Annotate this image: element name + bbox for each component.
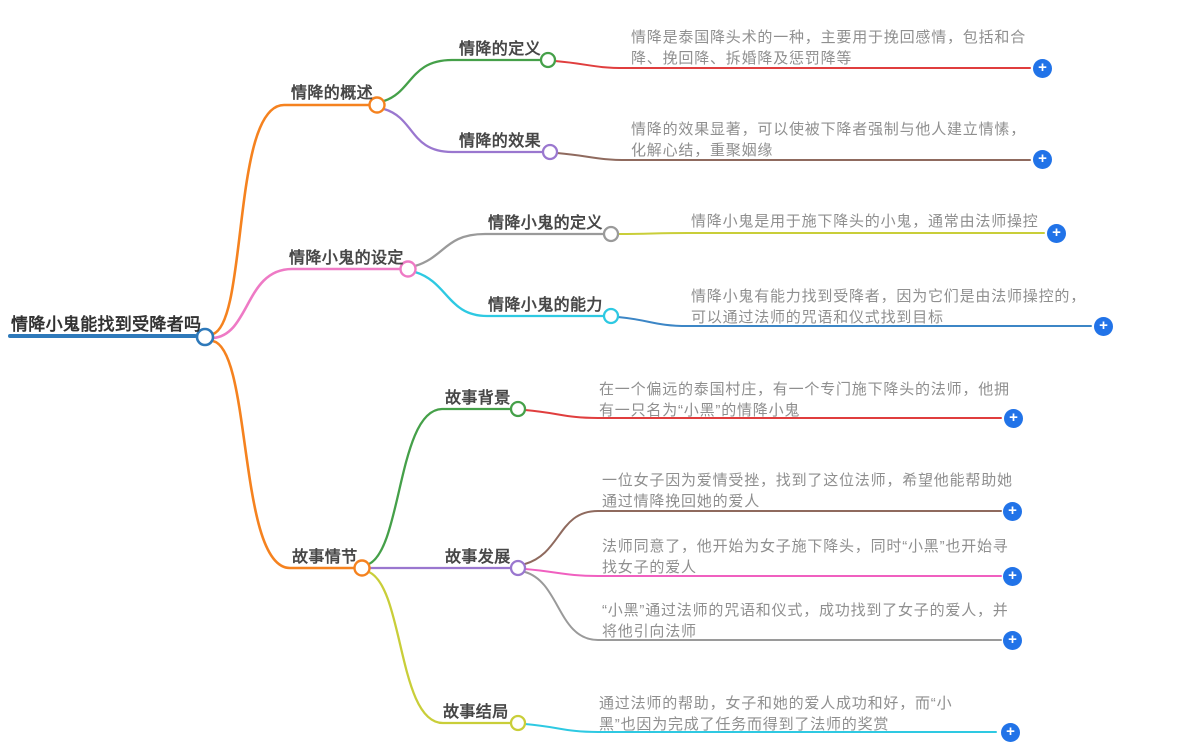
development-node-toggle[interactable] bbox=[509, 559, 527, 577]
connector-root-story bbox=[211, 339, 356, 570]
ending-node-toggle[interactable] bbox=[509, 714, 527, 732]
definition-node-toggle[interactable] bbox=[539, 51, 557, 69]
node-background-label[interactable]: 故事背景 bbox=[445, 390, 511, 407]
connector-ending-leaf bbox=[524, 723, 997, 733]
add-node-button-ghost-definition[interactable]: + bbox=[1047, 224, 1066, 243]
connector-root-ghost-setting bbox=[211, 267, 402, 340]
connector-story-ending bbox=[367, 570, 513, 725]
node-definition-label[interactable]: 情降的定义 bbox=[459, 41, 542, 58]
add-node-button-effect[interactable]: + bbox=[1033, 150, 1052, 169]
leaf-note-ghost-ability: 情降小鬼有能力找到受降者，因为它们是由法师操控的，可以通过法师的咒语和仪式找到目… bbox=[691, 288, 1087, 326]
ghost-setting-node-toggle[interactable] bbox=[399, 260, 417, 278]
root-node-underline bbox=[8, 334, 197, 338]
root-node-label[interactable]: 情降小鬼能找到受降者吗 bbox=[11, 315, 202, 334]
root-node-toggle[interactable] bbox=[195, 327, 215, 347]
connector-root-overview bbox=[211, 103, 371, 336]
connector-effect-leaf bbox=[556, 152, 1031, 161]
story-node-toggle[interactable] bbox=[353, 559, 371, 577]
node-effect-label[interactable]: 情降的效果 bbox=[459, 133, 542, 150]
leaf-note-ending: 通过法师的帮助，女子和她的爱人成功和好，而“小黑”也因为完成了任务而得到了法师的… bbox=[599, 695, 953, 733]
connector-background-leaf bbox=[524, 409, 1002, 419]
add-node-button-development-3[interactable]: + bbox=[1003, 631, 1022, 650]
node-ghost-definition-label[interactable]: 情降小鬼的定义 bbox=[488, 215, 603, 232]
overview-node-toggle[interactable] bbox=[368, 96, 386, 114]
connector-overview-effect bbox=[382, 107, 545, 154]
connector-ghost-definition-leaf bbox=[617, 232, 1045, 235]
leaf-note-development-3: “小黑”通过法师的咒语和仪式，成功找到了女子的爱人，并将他引向法师 bbox=[602, 602, 1009, 640]
add-node-button-definition[interactable]: + bbox=[1033, 59, 1052, 78]
add-node-button-development-1[interactable]: + bbox=[1003, 502, 1022, 521]
connector-development-leaf-2 bbox=[524, 568, 1002, 577]
connector-development-leaf-1 bbox=[524, 510, 1002, 565]
connector-development-leaf-3 bbox=[524, 571, 1002, 641]
background-node-toggle[interactable] bbox=[509, 400, 527, 418]
leaf-note-ghost-definition: 情降小鬼是用于施下降头的小鬼，通常由法师操控 bbox=[691, 213, 1039, 230]
add-node-button-ending[interactable]: + bbox=[1001, 723, 1020, 742]
leaf-note-development-1: 一位女子因为爱情受挫，找到了这位法师，希望他能帮助她通过情降挽回她的爱人 bbox=[602, 472, 1013, 510]
ghost-definition-node-toggle[interactable] bbox=[602, 225, 620, 243]
leaf-note-effect: 情降的效果显著，可以使被下降者强制与他人建立情愫，化解心结，重聚姻缘 bbox=[631, 121, 1027, 159]
ghost-ability-node-toggle[interactable] bbox=[602, 307, 620, 325]
connector-setting-ghost-definition bbox=[413, 232, 606, 268]
branch-ghost-setting-label[interactable]: 情降小鬼的设定 bbox=[289, 250, 404, 267]
leaf-note-development-2: 法师同意了，他开始为女子施下降头，同时“小黑”也开始寻找女子的爱人 bbox=[602, 538, 1009, 576]
connector-story-background bbox=[367, 407, 513, 566]
leaf-note-background: 在一个偏远的泰国村庄，有一个专门施下降头的法师，他拥有一只名为“小黑”的情降小鬼 bbox=[599, 381, 1010, 419]
node-ending-label[interactable]: 故事结局 bbox=[443, 704, 509, 721]
add-node-button-ghost-ability[interactable]: + bbox=[1094, 317, 1113, 336]
connector-ghost-ability-leaf bbox=[617, 316, 1092, 327]
leaf-note-definition: 情降是泰国降头术的一种，主要用于挽回感情，包括和合降、挽回降、拆婚降及惩罚降等 bbox=[631, 29, 1027, 67]
connector-overview-definition bbox=[382, 58, 543, 103]
connector-definition-leaf bbox=[554, 60, 1031, 69]
branch-overview-label[interactable]: 情降的概述 bbox=[291, 85, 374, 102]
node-ghost-ability-label[interactable]: 情降小鬼的能力 bbox=[488, 297, 603, 314]
add-node-button-background[interactable]: + bbox=[1004, 409, 1023, 428]
connector-setting-ghost-ability bbox=[413, 270, 606, 318]
node-development-label[interactable]: 故事发展 bbox=[445, 549, 511, 566]
effect-node-toggle[interactable] bbox=[541, 143, 559, 161]
add-node-button-development-2[interactable]: + bbox=[1003, 567, 1022, 586]
branch-story-label[interactable]: 故事情节 bbox=[292, 549, 358, 566]
